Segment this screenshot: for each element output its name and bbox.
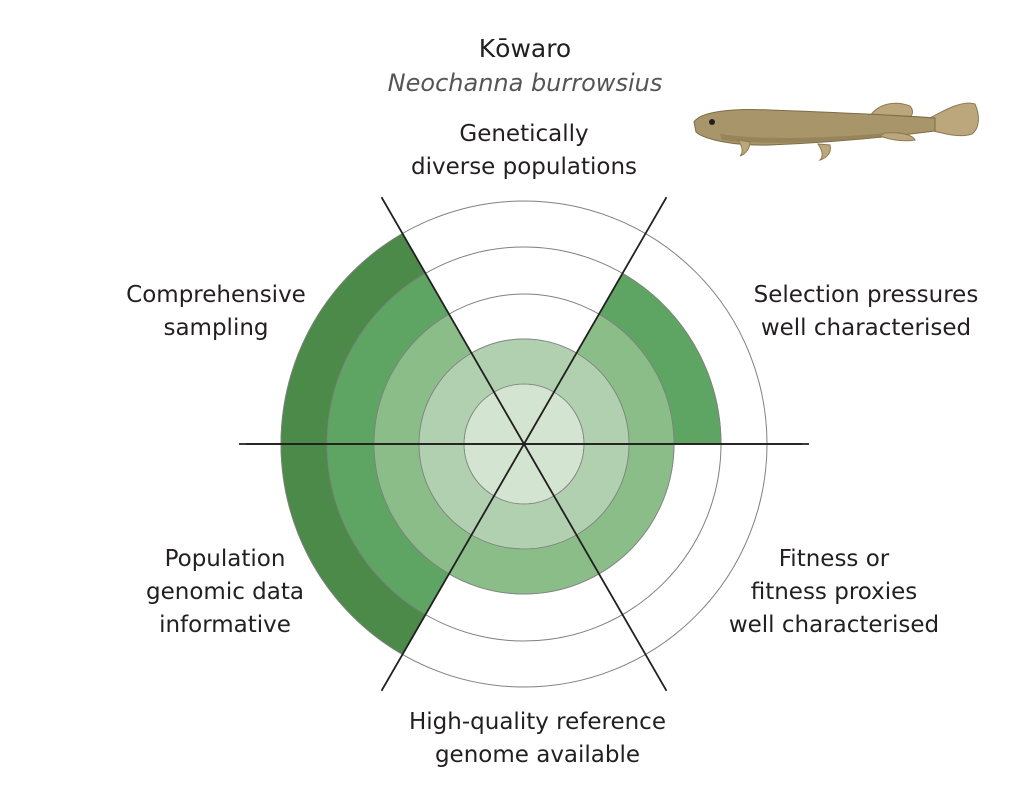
axis-label-genetic-diversity: Genetically diverse populations [410, 121, 638, 180]
species-common-name: Kōwaro [478, 34, 572, 63]
level-wedges [280, 233, 722, 655]
axis-label-fitness-proxies: Fitness or fitness proxies well characte… [728, 546, 940, 638]
axis-label-selection-pressures: Selection pressures well characterised [753, 282, 979, 341]
axis-spoke-5 [380, 196, 525, 445]
axis-spoke-2 [523, 443, 668, 692]
axis-spoke-6 [523, 196, 668, 445]
axis-label-comprehensive-sampling: Comprehensive sampling [126, 282, 306, 341]
species-scientific-name: Neochanna burrowsius [387, 69, 663, 97]
axis-label-population-genomic-data: Population genomic data informative [146, 546, 304, 638]
axis-label-reference-genome: High-quality reference genome available [409, 709, 666, 768]
axis-lines [239, 196, 809, 692]
axis-spoke-3 [380, 443, 525, 692]
